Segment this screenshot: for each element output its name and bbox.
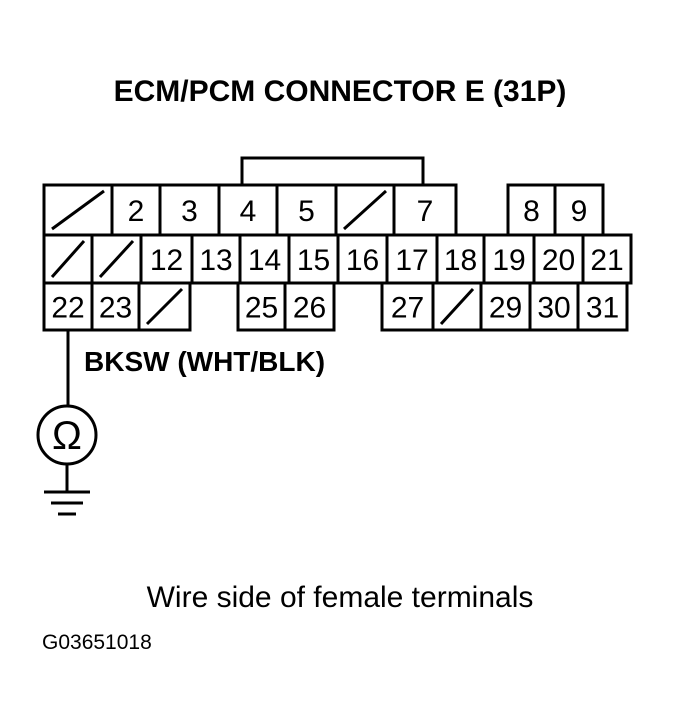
terminal-number: 2 [128, 195, 145, 228]
terminal-19 [482, 233, 536, 285]
ohmmeter-icon: Ω [36, 404, 98, 466]
figure-code: G03651018 [42, 631, 152, 654]
terminal-number: 4 [240, 195, 257, 228]
terminal-number: 3 [181, 195, 198, 228]
caption: Wire side of female terminals [147, 581, 534, 614]
empty-terminal-slash [145, 287, 184, 326]
empty-terminal-slash [342, 189, 388, 231]
terminal-number: 14 [248, 244, 281, 277]
terminal-number: 23 [99, 292, 132, 325]
terminal-number: 30 [537, 292, 570, 325]
terminal-number: 13 [199, 244, 232, 277]
terminal-number: 18 [444, 244, 477, 277]
terminal-number: 7 [417, 195, 434, 228]
terminal-number: 9 [571, 195, 588, 228]
terminal-26 [283, 281, 336, 332]
wire-label: BKSW (WHT/BLK) [84, 346, 325, 377]
ground-icon [44, 464, 90, 516]
terminal-22 [42, 281, 94, 332]
connector-lock-tab [240, 156, 425, 185]
terminal-number: 5 [298, 195, 315, 228]
terminal-number: 16 [346, 244, 379, 277]
terminal-29 [479, 281, 532, 332]
terminal-number: 17 [395, 244, 428, 277]
terminal-7 [392, 183, 458, 237]
terminal-12 [139, 233, 194, 285]
terminal-31 [576, 281, 629, 332]
terminal-number: 12 [150, 244, 183, 277]
empty-terminal-slash [50, 240, 86, 278]
terminal-number: 22 [51, 292, 84, 325]
terminal-number: 27 [391, 292, 424, 325]
terminal-number: 29 [489, 292, 522, 325]
terminal-number: 25 [245, 292, 278, 325]
ohm-symbol: Ω [52, 414, 82, 458]
terminal-30 [528, 281, 580, 332]
terminal-number: 19 [492, 244, 525, 277]
terminal-number: 31 [586, 292, 619, 325]
empty-terminal-slash [439, 287, 475, 326]
empty-terminal-slash [51, 189, 105, 231]
terminal-number: 15 [297, 244, 330, 277]
terminal-number: 26 [293, 292, 326, 325]
terminal-number: 20 [542, 244, 575, 277]
empty-terminal-slash [98, 239, 135, 279]
terminal-number: 8 [523, 195, 540, 228]
terminal-number: 21 [590, 244, 623, 277]
page-title: ECM/PCM CONNECTOR E (31P) [114, 75, 567, 108]
